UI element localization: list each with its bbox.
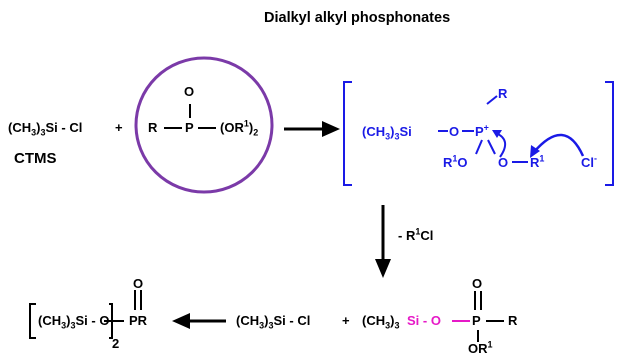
ctms-formula: (CH3)3Si - Cl (8, 120, 83, 138)
curved-arrow-2-head (530, 145, 540, 158)
bracket-right (605, 81, 614, 186)
phosphonate-O: O (184, 84, 195, 99)
intermediate-silyl: (CH3)3Si (362, 124, 412, 142)
arrow-back-head (172, 313, 190, 329)
polymer-O: O (133, 276, 144, 291)
polymer-bracket-left (29, 303, 36, 339)
arrow-down-head (375, 259, 391, 278)
bond-P-O2 (487, 139, 496, 155)
intermediate-R1O: R1O (443, 153, 468, 170)
phosphonate-R: R (148, 120, 158, 135)
silyl-ester-si: Si - O (407, 313, 441, 328)
silyl-ester-P: P (472, 313, 481, 328)
ctms-label: CTMS (14, 150, 57, 167)
phosphonate-OR: (OR1)2 (220, 118, 259, 138)
plus-sign-1: + (115, 120, 123, 135)
silyl-ester-OR1: OR1 (468, 339, 493, 356)
bond-P-R (486, 95, 498, 105)
intermediate-O2: O (498, 155, 509, 170)
product-ctms: (CH3)3Si - Cl (236, 313, 311, 331)
silyl-ester-R: R (508, 313, 518, 328)
diagram-title: Dialkyl alkyl phosphonates (264, 10, 451, 26)
polymer-formula: (CH3)3Si - O (38, 313, 110, 331)
silyl-ester-O-top: O (472, 276, 483, 291)
highlight-circle (134, 56, 274, 194)
intermediate-O: O (449, 124, 460, 139)
curved-arrow-2 (533, 133, 585, 157)
polymer-PR: PR (129, 313, 148, 328)
intermediate-R: R (498, 86, 508, 101)
phosphonate-P: P (185, 120, 194, 135)
chloride-ion: Cl- (581, 153, 597, 170)
bond-P-OR1 (475, 139, 483, 155)
silyl-ester-prefix: (CH3)3 (362, 313, 400, 331)
arrow-forward-head (322, 121, 340, 137)
polymer-subscript: 2 (112, 336, 120, 351)
curved-arrow-1-head (492, 130, 502, 138)
intermediate-R1: R1 (530, 153, 545, 170)
byproduct-label: - R1Cl (398, 226, 434, 243)
plus-sign-2: + (342, 313, 350, 328)
intermediate-P-plus: P+ (475, 122, 489, 139)
bracket-left (343, 81, 352, 186)
